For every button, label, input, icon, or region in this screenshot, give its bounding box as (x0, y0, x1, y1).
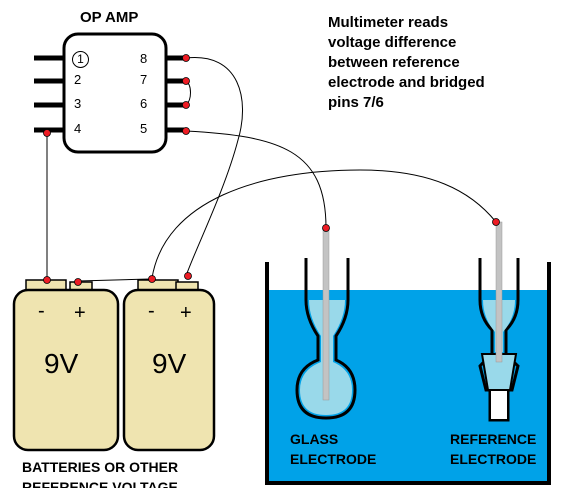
pin-7-label: 7 (140, 72, 148, 87)
battery-1 (12, 279, 120, 452)
glass-electrode-rod (322, 227, 330, 401)
glass-electrode (295, 258, 357, 420)
label-line: REFERENCE VOLTAGE (22, 479, 178, 488)
label-line: GLASS (290, 431, 339, 447)
pin-6-label: 6 (140, 96, 148, 111)
note-line: between reference (328, 54, 460, 71)
pin-8-label: 8 (140, 51, 148, 66)
wires (46, 57, 497, 282)
battery-2-plus: + (180, 302, 192, 324)
reference-electrode-rod (495, 221, 503, 363)
note-line: electrode and bridged (328, 74, 485, 91)
beaker (265, 262, 551, 485)
pin-2-label: 2 (74, 72, 82, 87)
battery-2-voltage: 9V (152, 348, 187, 379)
label-line: ELECTRODE (450, 451, 537, 467)
pin-4-label: 4 (74, 121, 82, 136)
wire-pin8-battery2 (185, 57, 244, 277)
multimeter-note: Multimeter reads voltage difference betw… (328, 13, 568, 113)
label-line: REFERENCE (450, 431, 537, 447)
battery-1-voltage: 9V (44, 348, 79, 379)
battery-2-minus: - (148, 300, 155, 322)
pin-1-label: 1 (72, 51, 89, 68)
wire-pin5-glass (185, 130, 327, 229)
note-line: pins 7/6 (328, 94, 384, 111)
connection-nodes (43, 54, 500, 286)
label-line: ELECTRODE (290, 451, 377, 467)
wire-battery2-reference (151, 169, 497, 279)
pin-3-label: 3 (74, 96, 82, 111)
label-line: BATTERIES OR OTHER (22, 459, 179, 475)
opamp-body (62, 32, 168, 154)
reference-electrode-label: REFERENCE ELECTRODE (450, 429, 536, 469)
note-line: Multimeter reads (328, 14, 449, 31)
batteries-label: BATTERIES OR OTHER REFERENCE VOLTAGE (22, 457, 178, 488)
glass-electrode-label: GLASS ELECTRODE (290, 429, 376, 469)
note-line: voltage difference (328, 34, 457, 51)
pin-5-label: 5 (140, 121, 148, 136)
battery-2 (122, 279, 216, 452)
battery-1-plus: + (74, 302, 86, 324)
battery-1-minus: - (38, 300, 45, 322)
opamp-title: OP AMP (80, 9, 139, 26)
